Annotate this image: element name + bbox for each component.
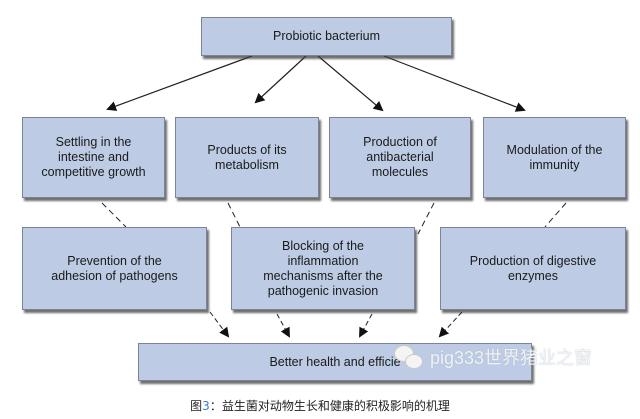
arrow-root-to-immunity [383,55,526,112]
arrow-prevention-to-outcome [209,311,230,338]
caption-text: ：益生菌对动物生长和健康的积极影响的机理 [209,399,450,413]
arrow-enzymes-to-outcome [438,311,463,338]
arrow-root-to-metabolism [254,55,307,104]
watermark-text: pig333世界猪业之窗 [430,348,593,368]
effect-node: Production of digestive enzymes [440,227,626,310]
mechanism-label: Settling in the intestine and competitiv… [41,135,146,179]
mechanism-label: Production of antibacterial molecules [363,135,437,179]
effect-node: Prevention of the adhesion of pathogens [22,227,207,310]
effect-label: Blocking of the inflammation mechanisms … [263,238,383,298]
root-label: Probiotic bacterium [273,29,380,43]
mechanism-node: Modulation of the immunity [483,117,626,198]
mechanism-node: Production of antibacterial molecules [329,117,471,198]
arrow-root-to-antibacterial [317,55,384,112]
arrow-root-to-settling [106,55,253,111]
outcome-label: Better health and efficie [269,354,401,369]
dash-metabolism-to-blocking [227,202,241,228]
mechanism-label: Modulation of the immunity [506,142,603,172]
wechat-icon [394,344,424,370]
effect-node: Blocking of the inflammation mechanisms … [231,227,415,310]
dash-antibacterial-to-blocking [417,202,435,235]
effect-label: Production of digestive enzymes [469,253,597,283]
arrow-blocking-to-outcome-left [276,313,290,338]
figure-caption: 图3：益生菌对动物生长和健康的积极影响的机理 [0,397,640,414]
watermark: pig333世界猪业之窗 [394,344,592,370]
mechanism-node: Products of its metabolism [175,117,319,198]
dash-immunity-to-enzymes [544,202,567,228]
mechanism-node: Settling in the intestine and competitiv… [22,117,165,198]
effect-label: Prevention of the adhesion of pathogens [51,253,178,283]
mechanism-label: Products of its metabolism [207,142,287,172]
outcome-node: Better health and efficie [138,343,532,381]
arrow-blocking-to-outcome-right [359,313,373,338]
caption-number: 3 [202,399,210,413]
dash-settling-to-prevention [101,202,127,228]
root-node: Probiotic bacterium [201,17,452,56]
caption-prefix: 图 [190,399,203,413]
